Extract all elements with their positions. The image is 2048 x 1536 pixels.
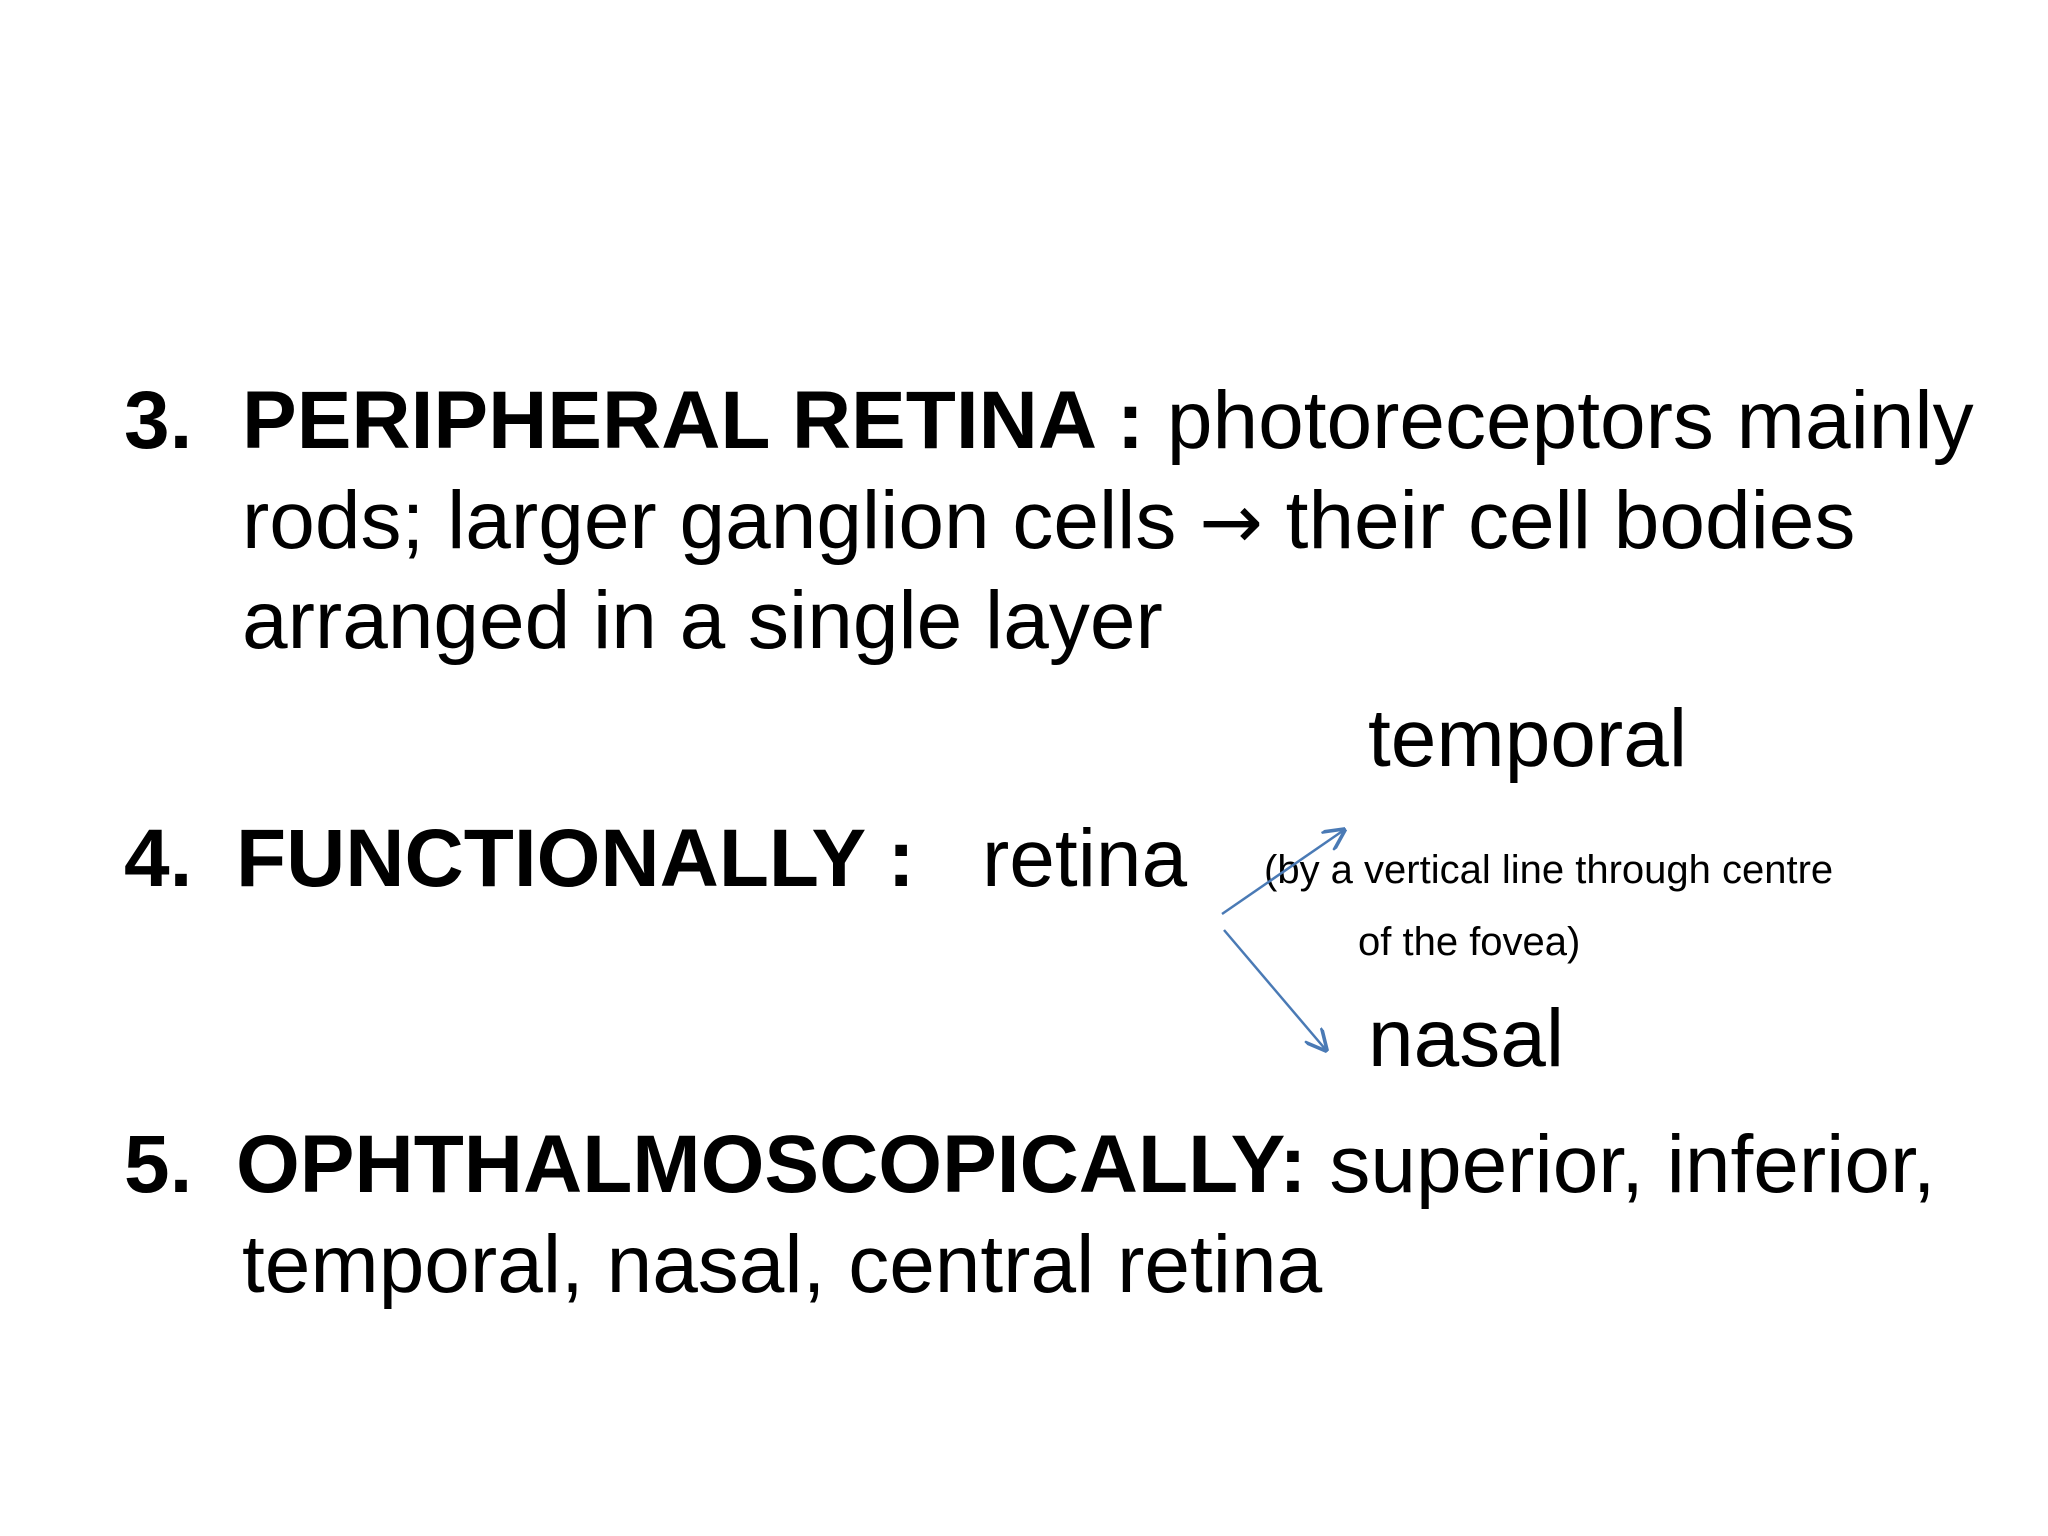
- item-text: their cell bodies: [1262, 475, 1856, 566]
- item-text: rods; larger ganglion cells: [242, 475, 1200, 566]
- item-line-2: temporal, nasal, central retina: [242, 1219, 1323, 1310]
- item-line-1: OPHTHALMOSCOPICALLY: superior, inferior,: [236, 1116, 1936, 1214]
- item-number: 4.: [124, 813, 193, 904]
- item-text: superior, inferior,: [1306, 1119, 1936, 1210]
- item-line-2: rods; larger ganglion cells → their cell…: [242, 472, 1855, 570]
- retina-label: retina: [982, 813, 1188, 904]
- item-number: 3.: [124, 375, 193, 466]
- item-heading: OPHTHALMOSCOPICALLY:: [236, 1119, 1307, 1210]
- arrow-down-right-icon: [1223, 929, 1326, 1050]
- item-heading: FUNCTIONALLY :: [236, 813, 915, 904]
- temporal-label: temporal: [1368, 693, 1688, 784]
- item-line-1: PERIPHERAL RETINA : photoreceptors mainl…: [242, 372, 1974, 470]
- arrow-up-right-icon: [1221, 830, 1344, 916]
- arrow-right-icon: →: [1199, 477, 1263, 566]
- note-line-2: of the fovea): [1358, 920, 1581, 964]
- item-heading: PERIPHERAL RETINA :: [242, 375, 1145, 466]
- item-line-3: arranged in a single layer: [242, 575, 1163, 666]
- note-line-1: (by a vertical line through centre: [1264, 848, 1834, 892]
- item-text: photoreceptors mainly: [1144, 375, 1974, 466]
- nasal-label: nasal: [1368, 993, 1565, 1084]
- item-number: 5.: [124, 1119, 193, 1210]
